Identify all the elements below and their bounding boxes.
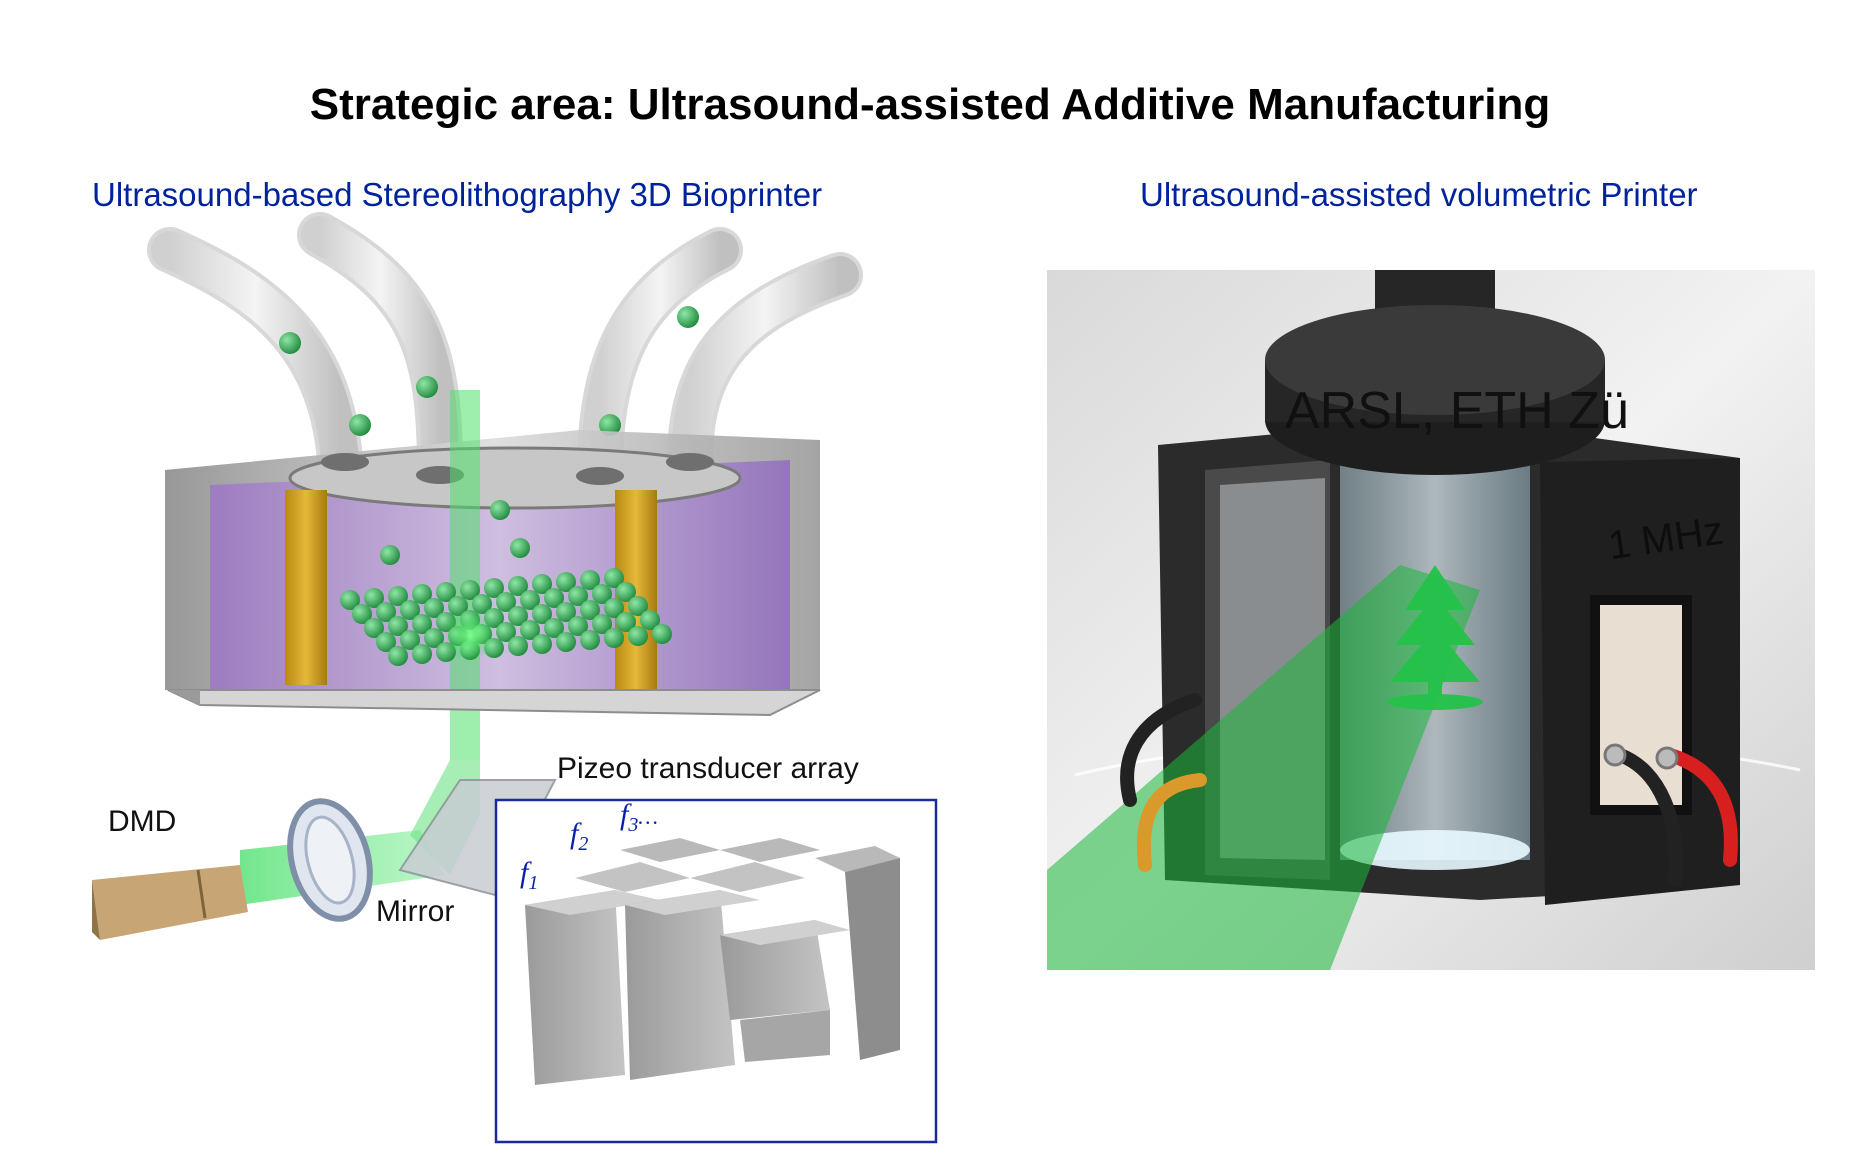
lattice-cell [376, 602, 396, 622]
lattice-cell [424, 598, 444, 618]
lattice-cell [352, 604, 372, 624]
lattice-cell [412, 584, 432, 604]
lattice-cell [532, 604, 552, 624]
lattice-cell [484, 578, 504, 598]
glass-cylinder-bottom [1340, 830, 1530, 870]
floating-cell [510, 538, 530, 558]
lattice-cell [520, 620, 540, 640]
lattice-cell [508, 576, 528, 596]
cables [1120, 693, 1738, 887]
floating-cell [380, 545, 400, 565]
lattice-cell [628, 596, 648, 616]
lattice-cell [508, 606, 528, 626]
lattice-cell [568, 586, 588, 606]
lattice-cell [460, 580, 480, 600]
mirror-label: Mirror [376, 895, 455, 928]
left-panel-subtitle: Ultrasound-based Stereolithography 3D Bi… [92, 176, 823, 213]
lattice-cell [556, 602, 576, 622]
dmd-device [92, 865, 248, 940]
lattice-cell [388, 586, 408, 606]
lattice-cell [400, 630, 420, 650]
lattice-cell [412, 614, 432, 634]
dmd-label: DMD [108, 805, 177, 838]
lattice-cell [580, 600, 600, 620]
lattice-cell [508, 636, 528, 656]
lattice-cell [544, 588, 564, 608]
lattice-cell [544, 618, 564, 638]
lattice-cell [616, 612, 636, 632]
laser-focus-glow [444, 609, 496, 661]
lattice-cell [616, 582, 636, 602]
lattice-cell [592, 584, 612, 604]
tank-front-edge [168, 690, 200, 705]
lattice-cell [604, 598, 624, 618]
printed-tree-object [1387, 565, 1483, 710]
cells-in-tubes [279, 306, 699, 436]
lattice-cell [556, 572, 576, 592]
lattice-cell [400, 600, 420, 620]
lattice-cell [640, 610, 660, 630]
lattice-cell [412, 644, 432, 664]
right-panel-subtitle: Ultrasound-assisted volumetric Printer [1140, 176, 1698, 213]
lattice-cell [604, 568, 624, 588]
lattice-cell [628, 626, 648, 646]
transducer-window [1590, 595, 1692, 815]
housing-engraving: ARSL, ETH Zü [1285, 382, 1629, 440]
gold-transducer-left [285, 490, 327, 685]
lattice-cell [580, 570, 600, 590]
lattice-cell [520, 590, 540, 610]
lattice-cell [592, 614, 612, 634]
lattice-cell [388, 616, 408, 636]
lattice-cell [376, 632, 396, 652]
lattice-cell [472, 594, 492, 614]
floating-cell [490, 500, 510, 520]
freq-label-f3: f3… [620, 798, 658, 836]
lattice-cell [604, 628, 624, 648]
vertical-laser-beam [450, 390, 480, 760]
lattice-cell [532, 634, 552, 654]
cell-lattice [340, 500, 672, 666]
lattice-cell [424, 628, 444, 648]
lattice-cell [340, 590, 360, 610]
volumetric-printer-illustration: 1 MHz ARSL, ETH Zü [1047, 270, 1815, 970]
lens [287, 798, 373, 922]
lattice-cell [496, 592, 516, 612]
lattice-cell [388, 646, 408, 666]
transducer-array-label: Pizeo transducer array [557, 752, 859, 785]
lattice-cell [364, 588, 384, 608]
green-light-beam [1047, 565, 1480, 970]
lattice-cell [580, 630, 600, 650]
lattice-cell [568, 616, 588, 636]
page-title: Strategic area: Ultrasound-assisted Addi… [309, 80, 1551, 129]
bioprinter-illustration [92, 212, 863, 940]
lattice-cell [496, 622, 516, 642]
lattice-cell [556, 632, 576, 652]
frequency-labels: f1 f2 f3… [520, 798, 658, 894]
lattice-cell [436, 582, 456, 602]
inlet-tubes [147, 212, 863, 493]
lattice-cell [652, 624, 672, 644]
tank-base-plate [167, 689, 821, 717]
transducer-array-illustration [525, 838, 900, 1085]
lattice-cell [532, 574, 552, 594]
lattice-cell [364, 618, 384, 638]
